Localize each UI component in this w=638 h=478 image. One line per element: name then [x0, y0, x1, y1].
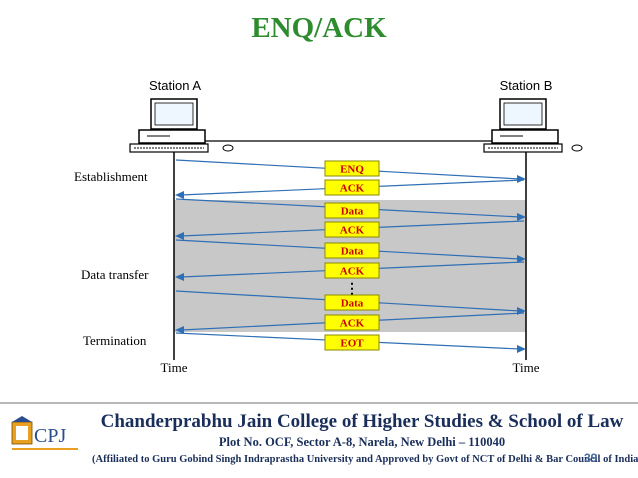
arrowhead-ack-4: [175, 326, 184, 334]
phase-establishment: Establishment: [74, 169, 148, 184]
frame-label: ACK: [340, 318, 365, 330]
slide-title: ENQ/ACK: [251, 12, 387, 44]
frame-box-data: Data: [324, 294, 380, 311]
college-logo: CPJ: [10, 412, 82, 458]
college-address: Plot No. OCF, Sector A-8, Narela, New De…: [218, 435, 506, 449]
phase-termination: Termination: [83, 333, 147, 348]
time-label-b: Time: [513, 360, 540, 375]
arrowhead-data-1: [517, 213, 526, 221]
arrowhead-ack-3: [175, 273, 184, 281]
frame-box-data: Data: [324, 242, 380, 259]
station-a-label: Station A: [149, 78, 201, 93]
footer-divider: [0, 402, 638, 404]
frame-box-ack: ACK: [324, 262, 380, 279]
frame-box-data: Data: [324, 202, 380, 219]
arrowhead-enq: [517, 175, 526, 183]
frame-label: ACK: [340, 183, 365, 195]
frame-box-eot: EOT: [324, 334, 380, 351]
station-a-computer-icon: [129, 98, 234, 153]
frame-label: ENQ: [340, 164, 364, 176]
ellipsis: ⋮: [345, 282, 359, 297]
frame-label: ACK: [340, 225, 365, 237]
arrowhead-data-2: [517, 255, 526, 263]
frame-label: Data: [341, 206, 364, 218]
page-number: 39: [584, 451, 598, 465]
station-b-computer-icon: [483, 98, 583, 153]
frame-label: Data: [341, 246, 364, 258]
frame-label: Data: [341, 298, 364, 310]
frame-box-ack: ACK: [324, 221, 380, 238]
station-b-label: Station B: [500, 78, 553, 93]
enq-ack-diagram: Station A Station B Establishment Data t…: [74, 78, 583, 375]
college-name: Chanderprabhu Jain College of Higher Stu…: [100, 411, 624, 432]
arrowhead-ack-2: [175, 232, 184, 240]
arrowhead-data-3: [517, 307, 526, 315]
phase-data-transfer: Data transfer: [81, 267, 149, 282]
frame-label: ACK: [340, 266, 365, 278]
college-affiliation: (Affiliated to Guru Gobind Singh Indrapr…: [92, 454, 638, 465]
frame-label: EOT: [340, 338, 364, 350]
frame-box-ack: ACK: [324, 179, 380, 196]
time-label-a: Time: [161, 360, 188, 375]
frame-box-ack: ACK: [324, 314, 380, 331]
arrowhead-ack-1: [175, 191, 184, 199]
frame-box-enq: ENQ: [324, 160, 380, 177]
logo-text: CPJ: [34, 425, 66, 447]
arrowhead-eot: [517, 345, 526, 353]
